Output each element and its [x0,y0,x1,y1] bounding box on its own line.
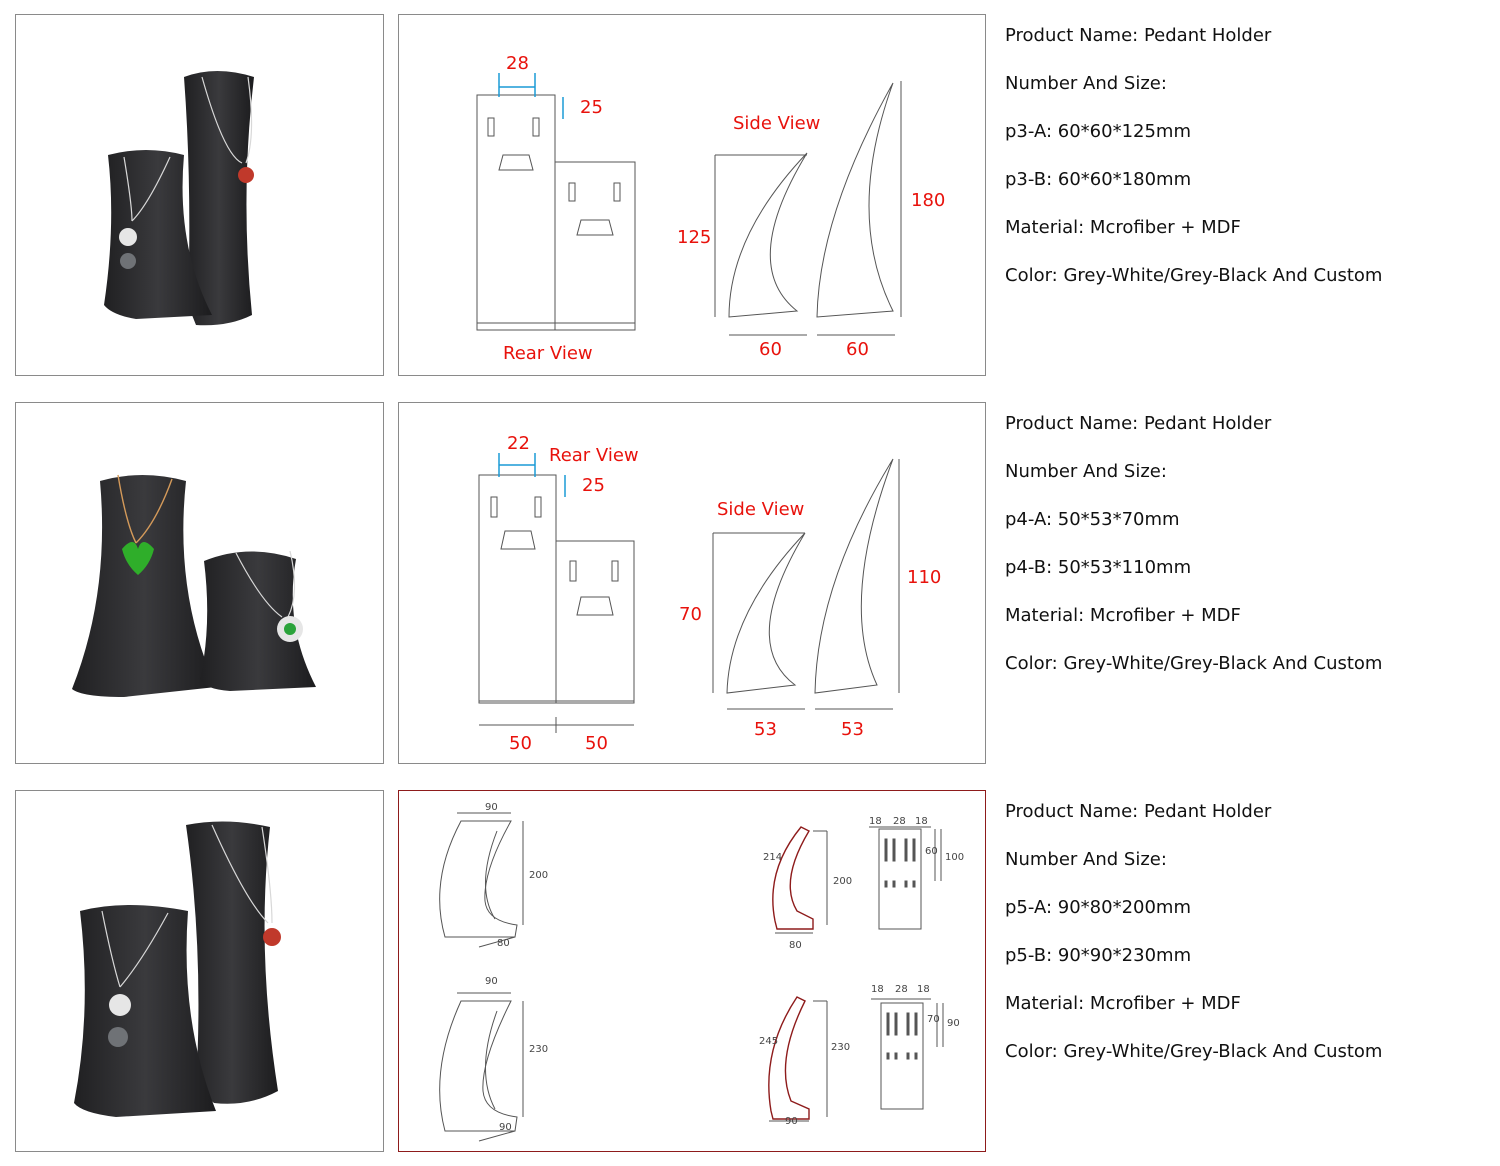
size-heading: Number And Size: [1005,849,1167,870]
base-left-dimension: 60 [759,339,782,360]
product-photo-p3 [15,14,384,376]
base-right-dimension: 53 [841,719,864,740]
technical-drawing-p4: 22 Rear View 25 Side View 70 110 53 53 5… [398,402,986,764]
a-height2-dimension: 200 [833,876,853,887]
pendant-holders-photo [104,71,254,326]
product-name: Product Name: Pedant Holder [1005,25,1272,46]
dimension-drawing [478,453,900,733]
b-holes-3: 18 [917,984,930,995]
b-base2-dimension: 90 [785,1116,798,1127]
side-view-label: Side View [733,113,821,134]
tall-height-dimension: 180 [911,190,946,211]
b-hole-depth: 70 [927,1014,940,1025]
b-holes-2: 28 [895,984,908,995]
size-b: p4-B: 50*53*110mm [1005,557,1192,578]
a-slant-dimension: 214 [763,852,783,863]
product-row-p5: 90 200 80 90 230 90 214 200 80 18 28 18 … [0,790,1500,1152]
b-height-dimension: 230 [529,1044,549,1055]
size-a: p3-A: 60*60*125mm [1005,121,1191,142]
b-top-dimension: 90 [485,976,498,987]
base-left-dimension: 53 [754,719,777,740]
pendant-holders-photo [74,821,281,1117]
rear-view-label: Rear View [549,445,639,466]
dimension-drawing [476,73,902,336]
material: Material: Mcrofiber + MDF [1005,993,1241,1014]
color: Color: Grey-White/Grey-Black And Custom [1005,653,1383,674]
hole-width-dimension: 22 [507,433,530,454]
product-name: Product Name: Pedant Holder [1005,413,1272,434]
a-holes-3: 18 [915,816,928,827]
rear-width-left-dimension: 50 [509,733,532,754]
size-a: p5-A: 90*80*200mm [1005,897,1191,918]
a-holes-2: 28 [893,816,906,827]
pendant-holders-photo [72,474,316,697]
color: Color: Grey-White/Grey-Black And Custom [1005,1041,1383,1062]
spec-list-p4: Product Name: Pedant Holder Number And S… [1005,412,1485,700]
a-base2-dimension: 80 [789,940,802,951]
b-height2-dimension: 230 [831,1042,851,1053]
spec-list-p3: Product Name: Pedant Holder Number And S… [1005,24,1485,312]
hole-height-dimension: 25 [582,475,605,496]
product-name: Product Name: Pedant Holder [1005,801,1272,822]
a-hole-depth: 60 [925,846,938,857]
a-holes-1: 18 [869,816,882,827]
dimension-drawing [439,812,944,1142]
side-view-label: Side View [717,499,805,520]
b-block-height: 90 [947,1018,960,1029]
material: Material: Mcrofiber + MDF [1005,217,1241,238]
a-block-height: 100 [945,852,965,863]
size-heading: Number And Size: [1005,73,1167,94]
product-photo-p4 [15,402,384,764]
color: Color: Grey-White/Grey-Black And Custom [1005,265,1383,286]
short-height-dimension: 125 [677,227,712,248]
a-base-dimension: 80 [497,938,510,949]
material: Material: Mcrofiber + MDF [1005,605,1241,626]
a-height-dimension: 200 [529,870,549,881]
product-row-p4: 22 Rear View 25 Side View 70 110 53 53 5… [0,402,1500,764]
product-photo-p5 [15,790,384,1152]
size-heading: Number And Size: [1005,461,1167,482]
hole-height-dimension: 25 [580,97,603,118]
technical-drawing-p3: 28 25 Side View 125 180 60 60 Rear View [398,14,986,376]
tall-height-dimension: 110 [907,567,942,588]
base-right-dimension: 60 [846,339,869,360]
short-height-dimension: 70 [679,604,702,625]
rear-view-label: Rear View [503,343,593,364]
size-b: p5-B: 90*90*230mm [1005,945,1192,966]
size-a: p4-A: 50*53*70mm [1005,509,1180,530]
spec-list-p5: Product Name: Pedant Holder Number And S… [1005,800,1485,1088]
size-b: p3-B: 60*60*180mm [1005,169,1192,190]
hole-width-dimension: 28 [506,53,529,74]
b-slant-dimension: 245 [759,1036,779,1047]
product-row-p3: 28 25 Side View 125 180 60 60 Rear View … [0,14,1500,376]
b-holes-1: 18 [871,984,884,995]
technical-drawing-p5: 90 200 80 90 230 90 214 200 80 18 28 18 … [398,790,986,1152]
rear-width-right-dimension: 50 [585,733,608,754]
b-base-dimension: 90 [499,1122,512,1133]
a-top-dimension: 90 [485,802,498,813]
